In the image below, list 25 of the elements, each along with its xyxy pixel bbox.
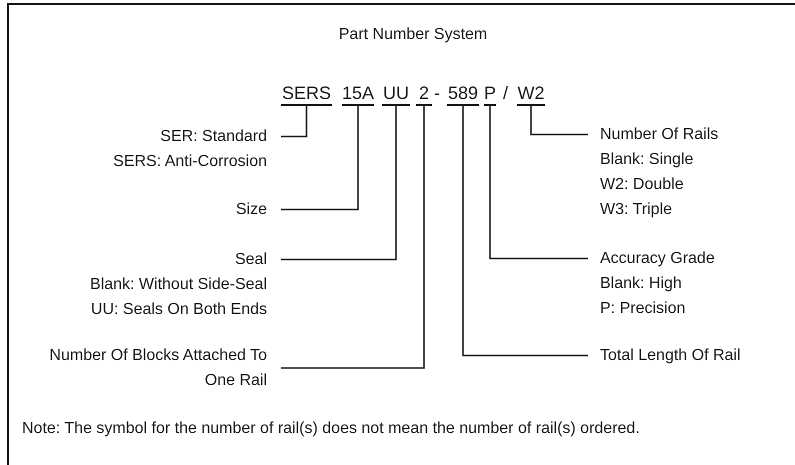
description-text: Total Length Of Rail <box>588 343 788 368</box>
code-segment: P <box>484 82 496 106</box>
code-segment: W2 <box>517 82 545 106</box>
leader-line <box>281 106 397 260</box>
leader-line <box>281 106 308 138</box>
leader-line <box>530 106 588 136</box>
description-text: Seal Blank: Without Side-Seal UU: Seals On Both Ends <box>1 247 281 322</box>
description-text: SER: Standard SERS: Anti-Corrosion <box>1 124 281 174</box>
leader-line <box>462 106 588 356</box>
leader-line <box>281 106 425 369</box>
description-text: Accuracy Grade Blank: High P: Precision <box>588 246 788 321</box>
separator-text: - <box>434 82 440 104</box>
code-segment: SERS <box>281 82 332 106</box>
code-segment: UU <box>382 82 410 106</box>
diagram-title: Part Number System <box>338 25 488 45</box>
note-text: Note: The symbol for the number of rail(s) does not mean the number of rail(s) ordered. <box>22 419 641 439</box>
code-segment: 589 <box>447 82 479 106</box>
description-text: Number Of Blocks Attached To One Rail <box>1 343 281 393</box>
leader-line <box>489 106 588 260</box>
description-text: Number Of Rails Blank: Single W2: Double W3: Triple <box>588 122 788 222</box>
separator-text: / <box>503 82 508 104</box>
description-text: Size <box>1 197 281 222</box>
code-segment: 15A <box>342 82 374 106</box>
leader-line <box>281 106 359 210</box>
code-segment: 2 <box>416 82 432 106</box>
